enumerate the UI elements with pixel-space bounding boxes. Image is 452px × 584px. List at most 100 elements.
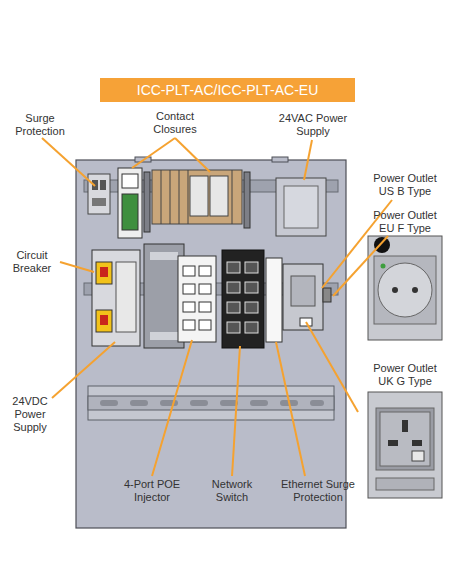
callout-label: 4-Port POE Injector — [120, 478, 184, 504]
leader-line — [132, 138, 175, 168]
breaker-terminal — [116, 262, 136, 332]
eu-outlet-illustration — [368, 236, 442, 340]
rail-slot — [220, 400, 238, 406]
leader-lines — [42, 138, 392, 476]
rail-slot — [190, 400, 208, 406]
rj45-port — [227, 282, 240, 293]
outlet-plate — [374, 256, 436, 324]
io-connector — [122, 174, 138, 188]
terminal-divider — [161, 170, 162, 224]
terminal — [92, 198, 106, 206]
breaker-toggle — [100, 267, 108, 277]
callout-label: 24VAC Power Supply — [278, 112, 348, 138]
rj45-port — [199, 266, 211, 276]
contact-closure-module — [118, 168, 150, 238]
leader-line — [304, 140, 312, 180]
callout-label: Surge Protection — [5, 112, 75, 138]
outlet-indicator — [374, 237, 390, 253]
supply-terminal — [150, 252, 178, 260]
rj45-port — [183, 284, 195, 294]
outlet-base — [376, 478, 434, 490]
callout-label: Ethernet Surge Protection — [274, 478, 362, 504]
rj45-port — [245, 262, 258, 273]
surge-protector — [88, 174, 110, 214]
socket-hole — [388, 440, 398, 446]
breaker-toggle — [100, 315, 108, 325]
rail-channel — [88, 396, 334, 410]
terminal-blocks — [152, 170, 250, 228]
rj45-port — [227, 262, 240, 273]
rj45-port — [227, 302, 240, 313]
leader-line — [60, 262, 94, 272]
circuit-breaker — [92, 250, 140, 346]
rj45-port — [199, 302, 211, 312]
breaker-switch — [96, 310, 112, 332]
callout-label: Power Outlet UK G Type — [368, 362, 442, 388]
supply-terminal — [150, 332, 178, 340]
surge-module — [88, 174, 110, 214]
rj45-port — [183, 320, 195, 330]
socket-hole — [402, 420, 408, 432]
rj45-port — [227, 322, 240, 333]
back-panel — [76, 160, 346, 528]
io-module — [118, 168, 142, 238]
rj45-port — [245, 282, 258, 293]
uk-outlet-illustration — [368, 392, 442, 498]
breaker-body — [92, 250, 140, 346]
outlet-body — [368, 392, 442, 498]
terminal — [100, 180, 106, 190]
relay — [190, 176, 208, 216]
power-outlet-module — [283, 264, 331, 330]
leader-line — [42, 138, 95, 186]
poe-injector — [178, 256, 216, 342]
transformer-face — [284, 186, 318, 228]
ethernet-surge-protector — [266, 258, 282, 342]
leader-line — [333, 236, 388, 296]
socket-hole — [412, 287, 418, 293]
leader-line — [276, 342, 305, 476]
outlet-body — [283, 264, 323, 330]
rail-slot — [100, 400, 118, 406]
rj45-port — [245, 322, 258, 333]
leader-line — [232, 346, 240, 476]
callout-label: 24VDC Power Supply — [5, 395, 55, 434]
rj45-port — [199, 320, 211, 330]
ac-power-supply — [276, 178, 326, 236]
socket-hole — [392, 287, 398, 293]
end-stop — [323, 288, 331, 302]
rj45-port — [183, 302, 195, 312]
callout-label: Contact Closures — [140, 110, 210, 136]
end-stop — [144, 172, 150, 232]
panel-tab — [272, 157, 288, 162]
rail-slot — [130, 400, 148, 406]
end-stop — [244, 172, 250, 228]
din-rail — [88, 386, 334, 420]
outlet-plate — [376, 408, 434, 470]
callout-label: Network Switch — [204, 478, 260, 504]
terminal-divider — [232, 170, 233, 224]
rj45-port — [245, 302, 258, 313]
rail-slot — [160, 400, 178, 406]
terminal-divider — [188, 170, 189, 224]
transformer — [276, 178, 326, 236]
leader-line — [152, 340, 192, 476]
injector-body — [178, 256, 216, 342]
rail-slot — [250, 400, 268, 406]
leader-line — [52, 342, 115, 398]
callout-label: Power Outlet EU F Type — [368, 209, 442, 235]
surge-body — [266, 258, 282, 342]
terminal-divider — [170, 170, 171, 224]
rj45-port — [199, 284, 211, 294]
rail-slot — [310, 400, 324, 406]
socket-face — [380, 412, 430, 466]
title-band: ICC-PLT-AC/ICC-PLT-AC-EU — [100, 78, 355, 102]
network-switch — [222, 250, 264, 348]
leader-line — [175, 138, 210, 172]
outlet-body — [368, 236, 442, 340]
rail-body — [88, 386, 334, 420]
callout-label: Circuit Breaker — [1, 249, 63, 275]
relay — [210, 176, 228, 216]
socket-hole — [412, 440, 422, 446]
io-terminal — [122, 194, 138, 230]
